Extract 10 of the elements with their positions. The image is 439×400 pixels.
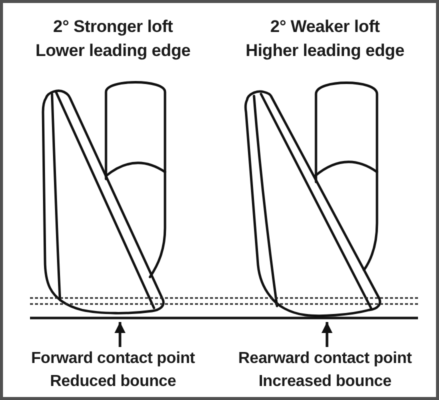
- arrow: [114, 322, 126, 347]
- annotation-text: Reduced bounce: [50, 372, 176, 392]
- annotation-heading: Forward contact point: [31, 349, 195, 369]
- subheading: Lower leading edge: [35, 40, 191, 62]
- annotation-text: Increased bounce: [258, 372, 392, 392]
- heading: 2° Weaker loft: [270, 16, 380, 38]
- heading: 2° Stronger loft: [53, 16, 173, 38]
- arrow: [322, 322, 332, 347]
- annotation-heading: Rearward contact point: [238, 349, 412, 369]
- subheading: Higher leading edge: [246, 40, 404, 62]
